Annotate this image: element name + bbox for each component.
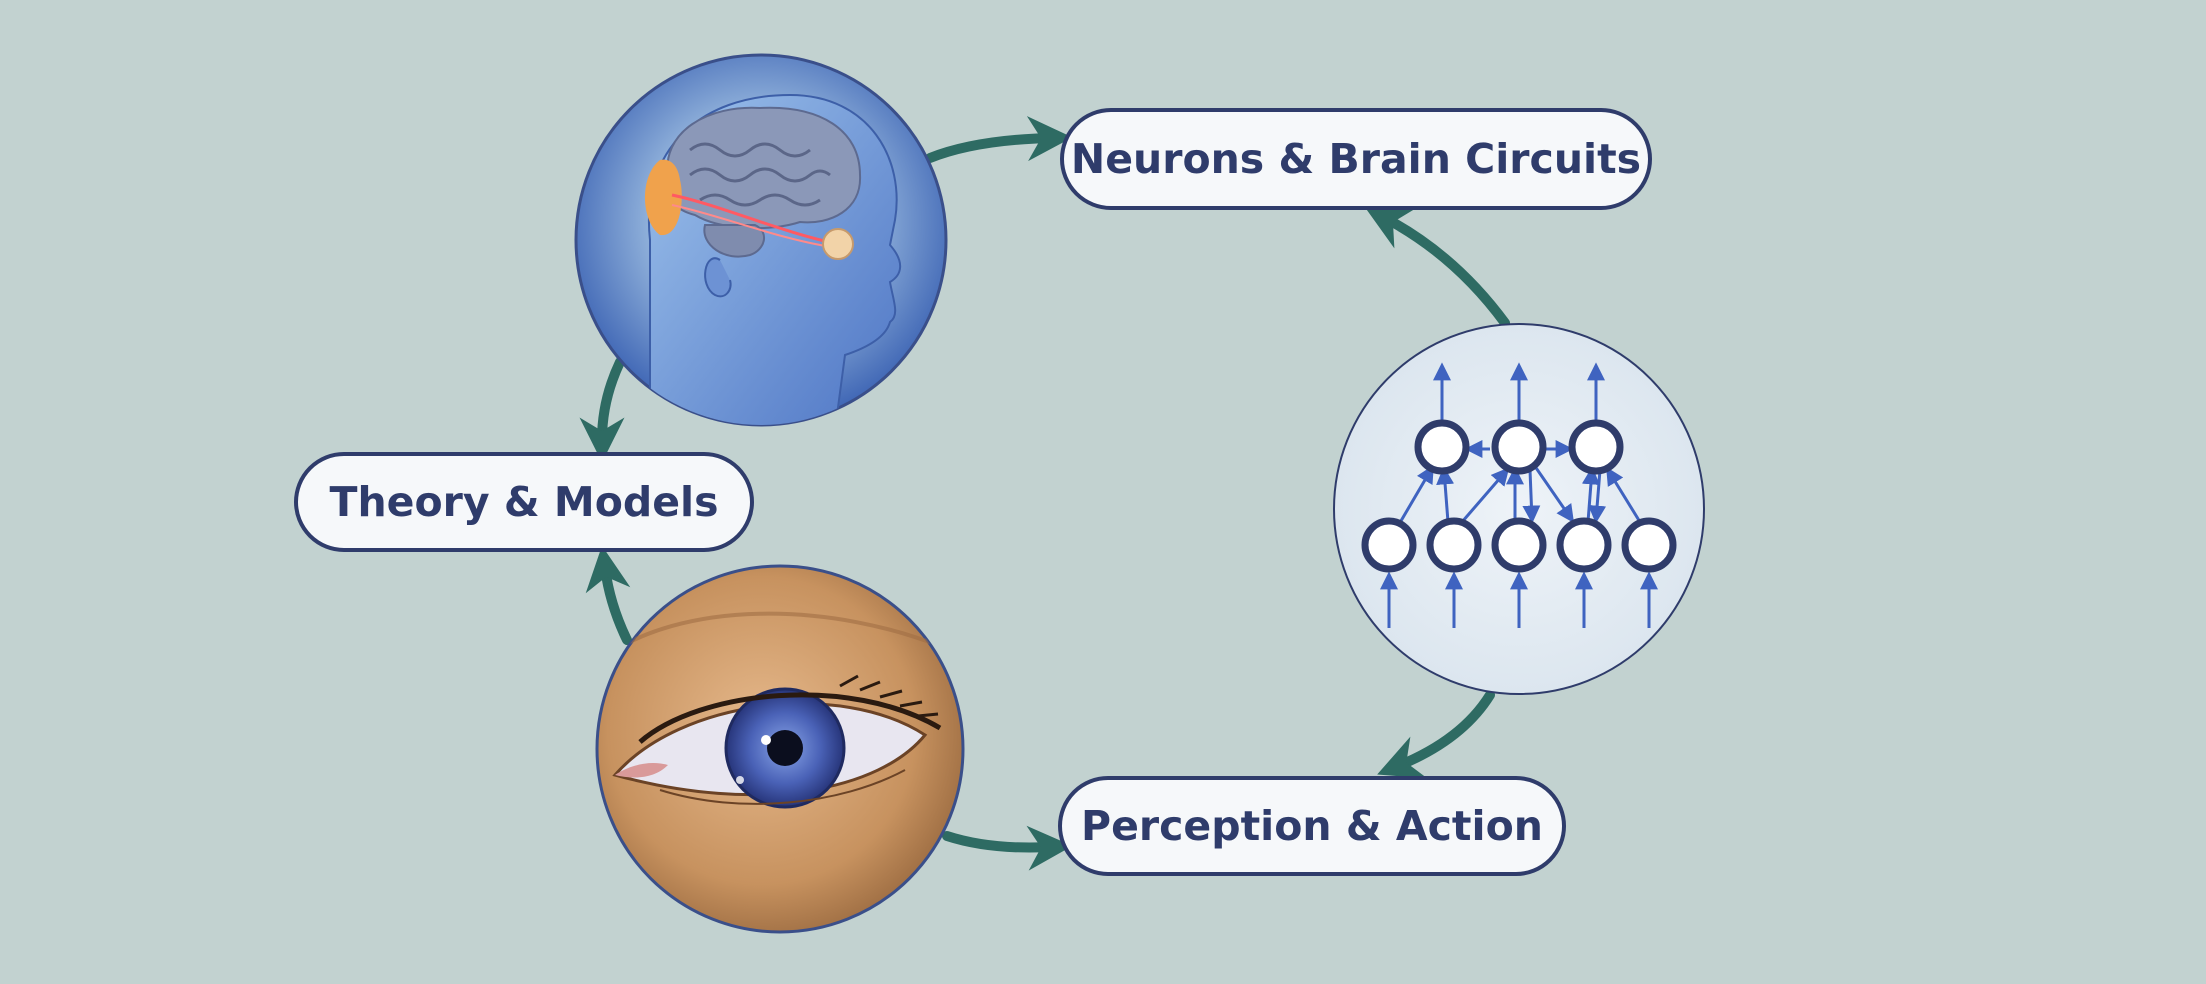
theory-models-label: Theory & Models [294, 452, 754, 552]
neurons-label-text: Neurons & Brain Circuits [1070, 135, 1642, 183]
arrow-network-to-neurons [1365, 207, 1510, 328]
theory-label-text: Theory & Models [329, 478, 719, 526]
perception-action-label: Perception & Action [1058, 776, 1566, 876]
human-eye-icon [595, 564, 965, 934]
arrow-eye-to-perception [942, 825, 1073, 871]
arrow-head-to-neurons [925, 116, 1073, 163]
arrow-eye-to-theory [585, 545, 632, 645]
output-arrows [1433, 362, 1605, 420]
arrow-head-to-theory [579, 357, 625, 463]
perception-label-text: Perception & Action [1081, 802, 1543, 850]
neurons-brain-circuits-label: Neurons & Brain Circuits [1060, 108, 1652, 210]
human-head-brain-icon [574, 53, 948, 427]
network-connections [1396, 440, 1642, 527]
network-nodes [1361, 419, 1677, 573]
arrow-network-to-perception [1377, 690, 1495, 779]
neural-network-icon [1333, 323, 1705, 695]
input-arrows [1380, 571, 1658, 628]
